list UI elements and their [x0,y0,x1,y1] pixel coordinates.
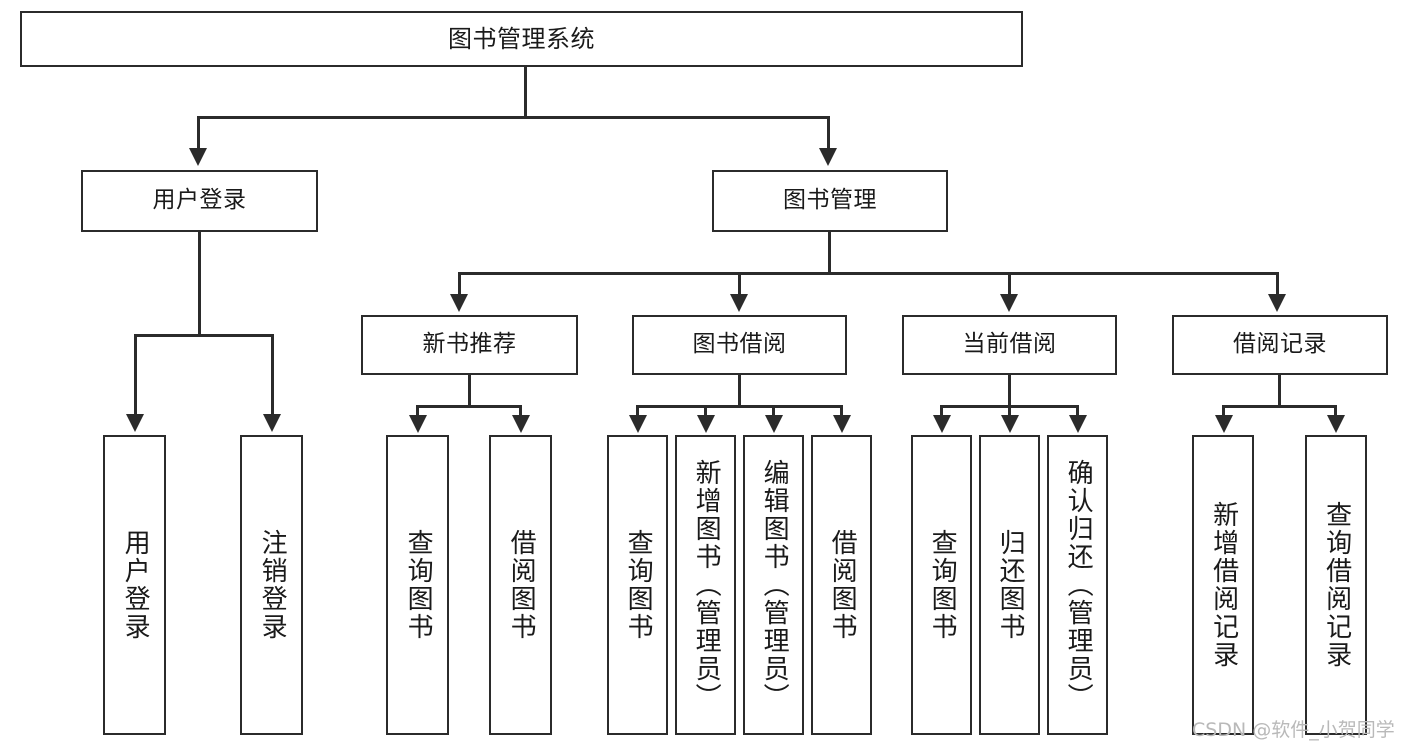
edge-book-manage-stem [828,232,831,274]
edge-root-split-bar [197,116,830,119]
leaf-add-book-admin[interactable]: 新增图书（管理员） [675,435,736,735]
node-book-management[interactable]: 图书管理 [712,170,948,232]
arrow-to-user-login [189,148,207,166]
leaf-return-book[interactable]: 归还图书 [979,435,1040,735]
arrow-borrowrecord-child-2 [1327,415,1345,433]
arrow-currentborrow-child-3 [1069,415,1087,433]
node-current-borrow[interactable]: 当前借阅 [902,315,1117,375]
arrow-book-manage-child-3 [1000,294,1018,312]
arrow-newbook-child-1 [409,415,427,433]
node-label: 查询借阅记录 [1321,501,1352,669]
edge-user-login-stem [198,232,201,336]
edge-bookborrow-child-3 [772,405,775,419]
leaf-query-book-current[interactable]: 查询图书 [911,435,972,735]
leaf-borrow-book[interactable]: 借阅图书 [811,435,872,735]
node-label: 图书借阅 [692,331,787,358]
edge-book-manage-child-3 [1008,272,1011,298]
edge-bookborrow-bar [636,405,843,408]
edge-newbook-child-1 [416,405,419,419]
node-label: 图书管理 [783,187,877,214]
edge-user-login-child-1 [134,334,137,418]
edge-currentborrow-stem [1008,375,1011,407]
node-label: 用户登录 [120,529,151,641]
edge-to-book-manage [827,116,830,150]
node-label: 图书管理系统 [448,24,595,53]
leaf-query-borrow-record[interactable]: 查询借阅记录 [1305,435,1367,735]
edge-bookborrow-stem [738,375,741,407]
leaf-borrow-book-recommend[interactable]: 借阅图书 [489,435,552,735]
node-label: 新增借阅记录 [1208,501,1239,669]
node-new-book-recommend[interactable]: 新书推荐 [361,315,578,375]
node-user-login[interactable]: 用户登录 [81,170,318,232]
leaf-user-login[interactable]: 用户登录 [103,435,166,735]
edge-bookborrow-child-1 [636,405,639,419]
edge-currentborrow-child-1 [940,405,943,419]
arrow-book-manage-child-2 [730,294,748,312]
edge-user-login-child-2 [271,334,274,418]
edge-newbook-child-2 [519,405,522,419]
edge-book-manage-child-2 [738,272,741,298]
arrow-currentborrow-child-2 [1001,415,1019,433]
leaf-add-borrow-record[interactable]: 新增借阅记录 [1192,435,1254,735]
arrow-borrowrecord-child-1 [1215,415,1233,433]
edge-newbook-stem [468,375,471,407]
node-label: 借阅图书 [827,529,858,641]
edge-bookborrow-child-4 [840,405,843,419]
arrow-bookborrow-child-2 [697,415,715,433]
arrow-bookborrow-child-3 [765,415,783,433]
arrow-bookborrow-child-1 [629,415,647,433]
node-label: 查询图书 [623,529,654,641]
node-label: 用户登录 [152,187,247,214]
node-label: 当前借阅 [962,331,1057,358]
node-label: 编辑图书（管理员） [759,459,790,711]
edge-book-manage-bar [458,272,1279,275]
arrow-newbook-child-2 [512,415,530,433]
leaf-confirm-return-admin[interactable]: 确认归还（管理员） [1047,435,1108,735]
edge-borrowrecord-child-2 [1334,405,1337,419]
edge-bookborrow-child-2 [704,405,707,419]
node-label: 注销登录 [257,529,288,641]
node-label: 新书推荐 [422,331,517,358]
node-borrow-record[interactable]: 借阅记录 [1172,315,1388,375]
edge-newbook-bar [416,405,522,408]
arrow-currentborrow-child-1 [933,415,951,433]
edge-user-login-bar [134,334,274,337]
node-label: 确认归还（管理员） [1063,459,1094,711]
node-label: 归还图书 [995,529,1026,641]
leaf-query-book-recommend[interactable]: 查询图书 [386,435,449,735]
arrow-book-manage-child-1 [450,294,468,312]
csdn-watermark: CSDN @软件_小贺同学 [1192,719,1395,741]
edge-book-manage-child-4 [1276,272,1279,298]
edge-root-stem [524,67,527,118]
node-label: 借阅图书 [506,529,537,641]
node-root-system[interactable]: 图书管理系统 [20,11,1023,67]
arrow-book-manage-child-4 [1268,294,1286,312]
arrow-user-login-child-1 [126,414,144,432]
leaf-query-book-borrow[interactable]: 查询图书 [607,435,668,735]
edge-borrowrecord-child-1 [1222,405,1225,419]
node-book-borrow[interactable]: 图书借阅 [632,315,847,375]
leaf-edit-book-admin[interactable]: 编辑图书（管理员） [743,435,804,735]
node-label: 新增图书（管理员） [691,459,722,711]
edge-borrowrecord-stem [1278,375,1281,407]
edge-borrowrecord-bar [1222,405,1337,408]
edge-book-manage-child-1 [458,272,461,298]
edge-currentborrow-child-3 [1076,405,1079,419]
edge-currentborrow-child-2 [1008,405,1011,419]
edge-to-user-login [197,116,200,150]
node-label: 查询图书 [403,529,434,641]
leaf-logout[interactable]: 注销登录 [240,435,303,735]
arrow-to-book-manage [819,148,837,166]
arrow-bookborrow-child-4 [833,415,851,433]
node-label: 查询图书 [927,529,958,641]
node-label: 借阅记录 [1233,331,1327,358]
arrow-user-login-child-2 [263,414,281,432]
